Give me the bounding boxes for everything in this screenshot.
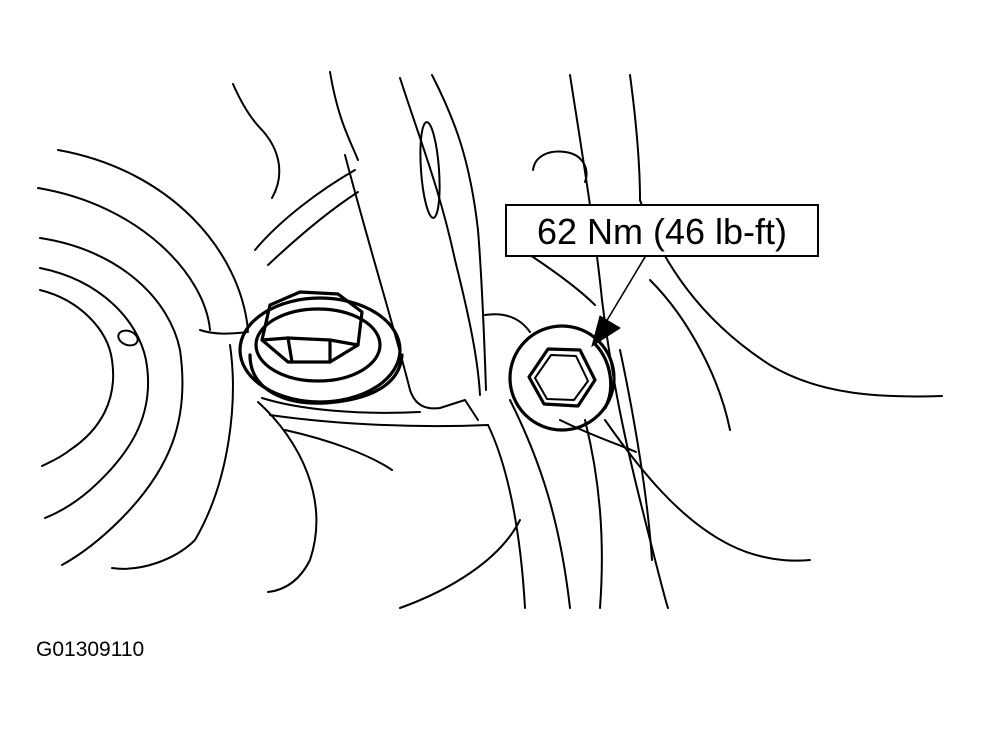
right-bolt-collar (508, 324, 616, 432)
lower-lines (399, 399, 603, 609)
hub-assembly (37, 149, 318, 593)
control-arm (232, 71, 526, 609)
right-bolt-hex-socket (527, 347, 597, 408)
torque-callout: 62 Nm (46 lb-ft) (505, 204, 819, 257)
figure-code: G01309110 (36, 638, 144, 661)
left-bolt (238, 290, 404, 405)
hub-hole (117, 329, 139, 347)
torque-label: 62 Nm (46 lb-ft) (537, 211, 787, 252)
callout-arrowhead (591, 315, 621, 348)
right-bolt (484, 74, 943, 609)
arm-slot (419, 121, 441, 219)
